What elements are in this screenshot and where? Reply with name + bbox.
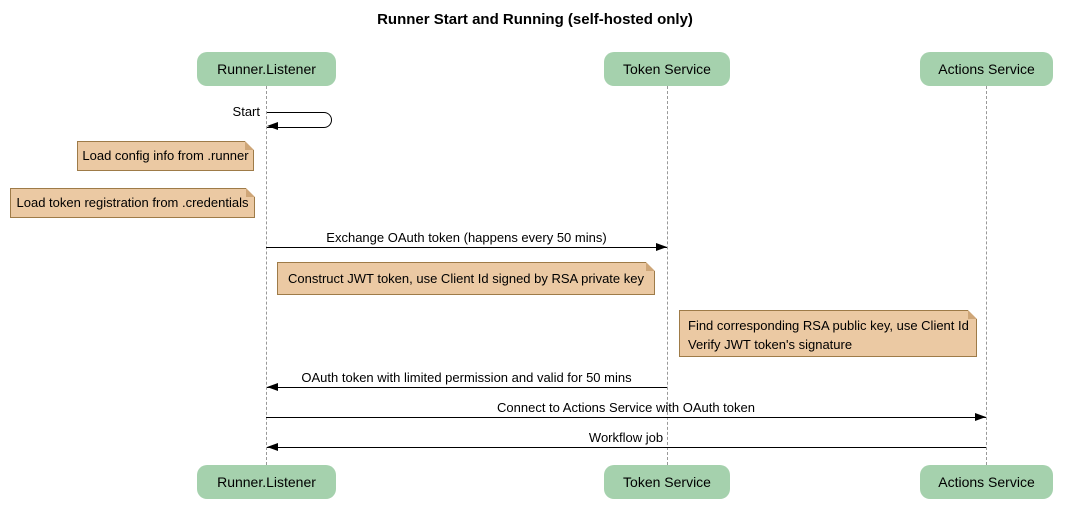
message-workflow-job-label: Workflow job <box>588 430 664 445</box>
message-connect-actions-line <box>266 417 986 418</box>
lifeline-runner-listener <box>266 86 267 465</box>
message-workflow-job-arrowhead-icon <box>267 443 278 451</box>
self-message-arrowhead-icon <box>267 122 278 130</box>
lifeline-token-service <box>667 86 668 465</box>
participant-actions-service-bottom: Actions Service <box>920 465 1053 499</box>
participant-token-service-bottom: Token Service <box>604 465 730 499</box>
note-load-token-registration: Load token registration from .credential… <box>10 188 255 218</box>
note-load-config: Load config info from .runner <box>77 141 254 171</box>
self-message-start-label: Start <box>232 104 260 119</box>
diagram-title: Runner Start and Running (self-hosted on… <box>377 11 693 28</box>
self-message-loop-line <box>267 112 332 128</box>
message-oauth-token-arrowhead-icon <box>267 383 278 391</box>
lifeline-actions-service <box>986 86 987 465</box>
note-verify-jwt-line2: Verify JWT token's signature <box>688 337 853 352</box>
message-oauth-token-label: OAuth token with limited permission and … <box>301 370 632 385</box>
message-exchange-oauth-line <box>266 247 667 248</box>
participant-actions-service-top: Actions Service <box>920 52 1053 86</box>
participant-runner-listener-bottom: Runner.Listener <box>197 465 336 499</box>
note-verify-jwt: Find corresponding RSA public key, use C… <box>679 310 977 357</box>
participant-token-service-top: Token Service <box>604 52 730 86</box>
message-workflow-job-line <box>267 447 986 448</box>
message-exchange-oauth-arrowhead-icon <box>656 243 667 251</box>
message-exchange-oauth-label: Exchange OAuth token (happens every 50 m… <box>326 230 607 245</box>
message-oauth-token-line <box>267 387 667 388</box>
message-connect-actions-arrowhead-icon <box>975 413 986 421</box>
note-verify-jwt-line1: Find corresponding RSA public key, use C… <box>688 318 969 333</box>
participant-runner-listener-top: Runner.Listener <box>197 52 336 86</box>
note-construct-jwt: Construct JWT token, use Client Id signe… <box>277 262 655 295</box>
message-connect-actions-label: Connect to Actions Service with OAuth to… <box>497 400 755 415</box>
